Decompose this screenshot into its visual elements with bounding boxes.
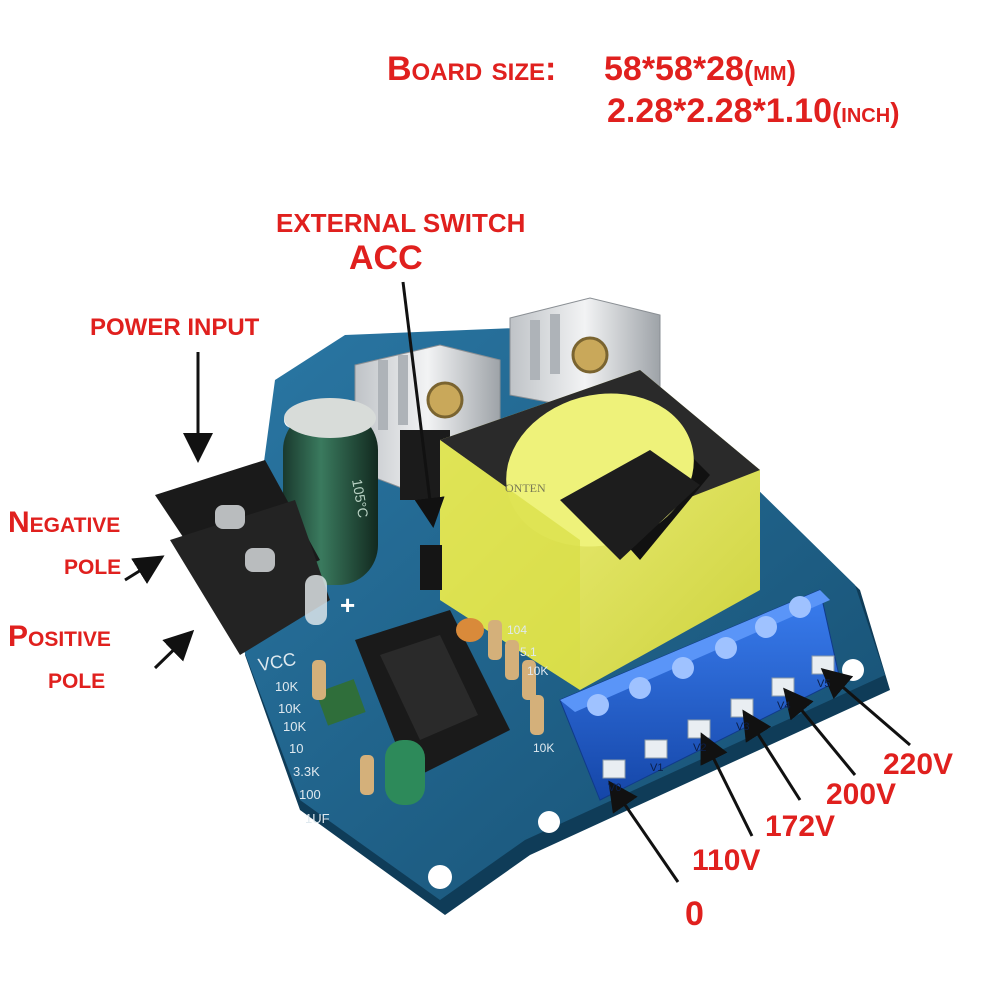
mark-104: 104 — [507, 623, 528, 637]
output-172v-label: 172V — [765, 810, 836, 843]
negative-line-1: Negative — [8, 506, 121, 539]
acc-label: ACC — [349, 239, 423, 277]
mark-10k-1: 10K — [275, 679, 299, 694]
mark-10k-3: 10K — [283, 719, 307, 734]
transformer — [440, 370, 760, 690]
board-size-label: Board size: — [387, 50, 557, 88]
input-terminal-block — [155, 460, 330, 655]
mark-10: 10 — [289, 741, 304, 756]
size-inch-unit: (inch) — [831, 97, 900, 128]
terminal-v5: V5 — [817, 678, 831, 690]
terminal-v1: V1 — [650, 762, 664, 774]
mark-10k-r2: 10K — [533, 741, 555, 755]
positive-pole-label: Positive pole — [8, 622, 111, 694]
terminal-v2: V2 — [693, 742, 707, 754]
mark-5-1: 5.1 — [520, 645, 537, 659]
negative-line-2: pole — [64, 548, 122, 581]
mark-10k-r1: 10K — [527, 664, 549, 678]
size-inch-number: 2.28*2.28*1.10 — [607, 92, 832, 130]
terminal-v3: V3 — [736, 721, 750, 733]
output-220v-label: 220V — [883, 748, 954, 781]
external-switch-label: EXTERNAL SWITCH — [276, 208, 526, 238]
size-mm-number: 58*58*28 — [604, 50, 744, 88]
watermark: ONTEN — [505, 481, 546, 495]
terminal-v0: V0 — [608, 782, 622, 794]
power-input-label: POWER INPUT — [90, 314, 260, 341]
output-terminal-block — [559, 589, 841, 801]
plus-marking: + — [340, 590, 356, 620]
ic-chip — [355, 610, 510, 780]
small-components — [305, 545, 544, 805]
terminal-v4: V4 — [777, 700, 791, 712]
size-inch-value: 2.28*2.28*1.10(inch) — [607, 94, 900, 128]
positive-line-2: pole — [48, 662, 106, 695]
output-110v-label: 110V — [692, 844, 761, 877]
size-mm-unit: (mm) — [743, 55, 796, 86]
mark-100: 100 — [299, 787, 321, 802]
svg-text:105°C: 105°C — [349, 478, 372, 519]
mark-3-3k: 3.3K — [293, 764, 320, 779]
pointer-arrows — [124, 281, 911, 883]
positive-line-1: Positive — [8, 620, 111, 653]
mark-10k-2: 10K — [278, 701, 302, 716]
output-200v-label: 200V — [826, 778, 897, 811]
output-0v-label: 0 — [685, 895, 704, 933]
size-mm-value: 58*58*28(mm) — [604, 52, 796, 86]
negative-pole-label: Negative pole — [8, 508, 121, 580]
mark-1uf: 1UF — [305, 811, 330, 826]
